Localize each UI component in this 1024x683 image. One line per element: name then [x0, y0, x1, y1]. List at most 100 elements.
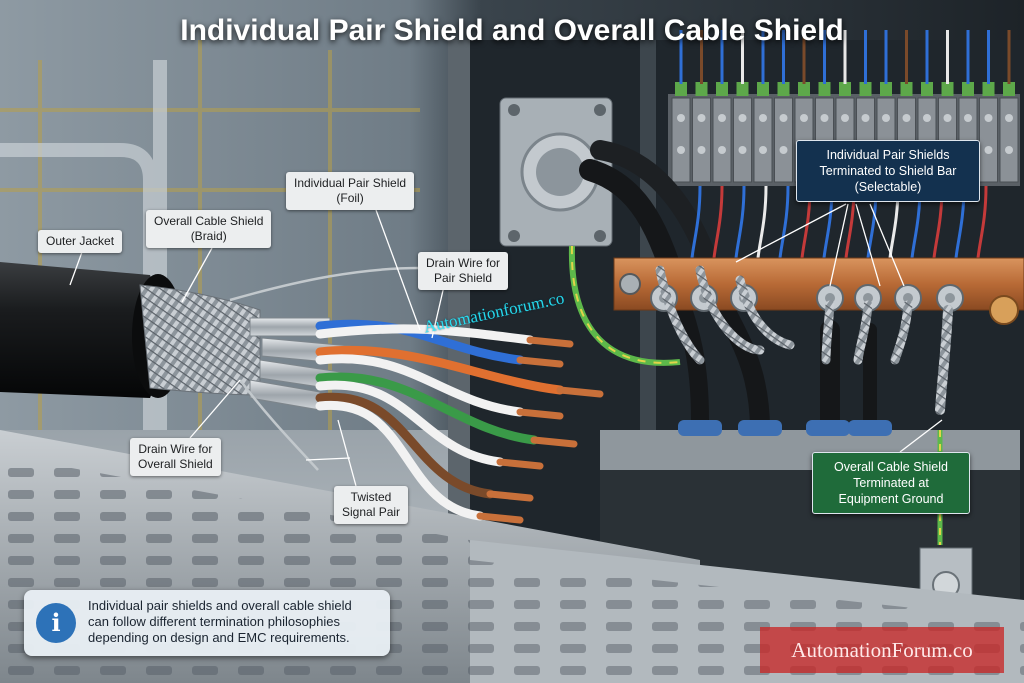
terminal-screw: [779, 114, 788, 122]
terminal-block-top: [921, 82, 933, 96]
terminal-block-top: [839, 82, 851, 96]
terminal-screw: [779, 146, 788, 154]
terminal-screw: [861, 114, 870, 122]
bare-copper-end: [496, 458, 544, 470]
terminal-screw: [964, 114, 972, 122]
terminal-block-top: [941, 82, 954, 96]
terminal-screw: [800, 114, 808, 122]
signal-conductor: [315, 324, 535, 345]
terminal-block: [753, 97, 773, 183]
terminal-screw: [820, 114, 829, 122]
signal-conductor: [315, 372, 539, 445]
terminal-block-top: [859, 82, 872, 96]
terminal-block-top: [798, 82, 810, 96]
terminal-down-wire: [734, 185, 746, 259]
bare-copper-end: [556, 386, 604, 398]
terminal-screw: [718, 146, 726, 154]
terminal-screw: [738, 146, 747, 154]
bare-copper-end: [530, 436, 578, 448]
terminal-screw: [738, 114, 747, 122]
signal-conductor: [315, 400, 485, 521]
terminal-screw: [677, 146, 685, 154]
info-text: Individual pair shields and overall cabl…: [88, 598, 352, 645]
terminal-block: [999, 97, 1019, 183]
signal-conductor: [315, 319, 525, 365]
terminal-block-top: [716, 82, 728, 96]
info-note: i Individual pair shields and overall ca…: [24, 590, 390, 656]
terminal-down-wire: [712, 185, 724, 259]
watermark-corner: AutomationForum.co: [760, 627, 1004, 673]
terminal-block-top: [1003, 82, 1015, 96]
terminal-block: [733, 97, 752, 183]
bar-bolt-center: [945, 293, 955, 303]
terminal-block: [692, 97, 711, 183]
terminal-block: [671, 97, 691, 183]
main-cable: [0, 262, 604, 524]
terminal-block-top: [757, 82, 769, 96]
bare-copper-end: [486, 490, 534, 502]
terminal-screw: [697, 146, 706, 154]
terminal-screw: [923, 114, 931, 122]
bare-copper-end: [476, 512, 524, 524]
page-title: Individual Pair Shield and Overall Cable…: [180, 14, 844, 47]
terminal-block-top: [900, 82, 913, 96]
label-overall-cable-shield: Overall Cable Shield(Braid): [146, 210, 272, 248]
signal-conductor: [315, 354, 525, 417]
terminal-block: [979, 97, 998, 183]
leader-lines: [69, 203, 943, 487]
drain-wire-pair: [229, 266, 421, 302]
terminal-screw: [882, 114, 890, 122]
signal-conductor: [315, 380, 505, 467]
pair-shield-tails: [655, 265, 953, 415]
terminal-down-wire: [690, 185, 702, 259]
terminal-down-wire: [778, 185, 790, 259]
terminal-block: [712, 97, 732, 183]
terminal-screw: [697, 114, 706, 122]
terminal-down-wire: [756, 185, 768, 259]
drain-wire-overall: [239, 379, 319, 471]
bar-bolt-center: [863, 293, 873, 303]
terminal-screw: [902, 114, 911, 122]
label-outer-jacket: Outer Jacket: [38, 230, 123, 253]
shield-bar: [613, 257, 1024, 325]
terminal-block-top: [736, 82, 749, 96]
terminal-block-top: [818, 82, 831, 96]
ferrule: [738, 420, 782, 436]
label-individual-pair-shield: Individual Pair Shield(Foil): [286, 172, 415, 210]
label-overall-shield-terminated: Overall Cable Shield Terminated at Equip…: [812, 452, 970, 514]
terminal-screw: [718, 114, 726, 122]
bare-copper-end: [526, 336, 574, 348]
terminal-screw: [984, 114, 993, 122]
terminal-screw: [984, 146, 993, 154]
bare-copper-end: [516, 356, 564, 368]
label-pair-shields-terminated: Individual Pair Shields Terminated to Sh…: [796, 140, 980, 202]
bare-copper-end: [516, 408, 564, 420]
ferrule: [678, 420, 722, 436]
terminal-block-top: [962, 82, 974, 96]
ferrule: [806, 420, 850, 436]
terminal-screw: [677, 114, 685, 122]
info-icon: i: [36, 603, 76, 643]
ferrule: [848, 420, 892, 436]
signal-conductor: [315, 345, 565, 395]
terminal-screw: [759, 146, 767, 154]
terminal-block-top: [777, 82, 790, 96]
terminal-screw: [943, 114, 952, 122]
terminal-block-top: [982, 82, 995, 96]
terminal-block-top: [675, 82, 687, 96]
terminal-block-top: [695, 82, 708, 96]
ground-wire: [568, 245, 681, 366]
terminal-down-wire: [976, 185, 988, 259]
signal-conductor: [315, 392, 495, 499]
terminal-screw: [841, 114, 849, 122]
bar-bolt-center: [903, 293, 913, 303]
terminal-screw: [1005, 146, 1013, 154]
terminal-block-top: [880, 82, 892, 96]
terminal-screw: [1005, 114, 1013, 122]
terminal-screw: [759, 114, 767, 122]
terminal-block: [774, 97, 793, 183]
